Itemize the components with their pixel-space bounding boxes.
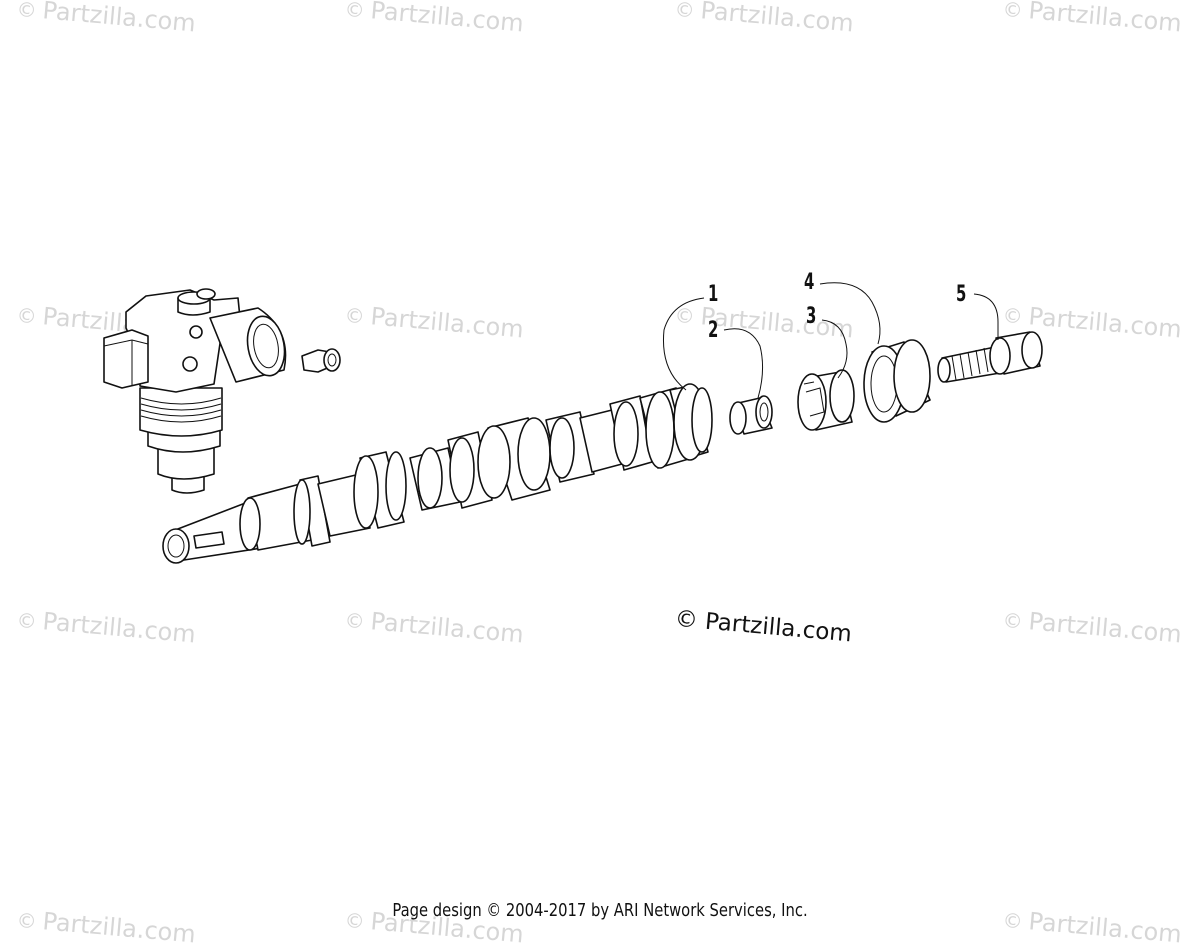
- part-4-ring: [863, 339, 931, 423]
- callout-1: 1: [708, 282, 719, 307]
- leader-line-1: [662, 297, 705, 391]
- leader-lines: [662, 282, 999, 399]
- part-3-spacer: [797, 369, 855, 431]
- part-2-bushing: [729, 395, 773, 435]
- leader-line-3: [821, 319, 848, 379]
- leader-line-2: [723, 328, 764, 399]
- callout-4: 4: [804, 270, 815, 295]
- callout-5: 5: [956, 282, 967, 307]
- part-5-bolt: [937, 331, 1043, 383]
- page-footer: Page design © 2004-2017 by ARI Network S…: [392, 900, 808, 921]
- callout-3: 3: [806, 304, 817, 329]
- callout-2: 2: [708, 318, 719, 343]
- housing-assembly: [103, 288, 341, 494]
- camshaft: [162, 383, 713, 564]
- leader-line-4: [819, 282, 881, 345]
- leader-line-5: [973, 293, 999, 340]
